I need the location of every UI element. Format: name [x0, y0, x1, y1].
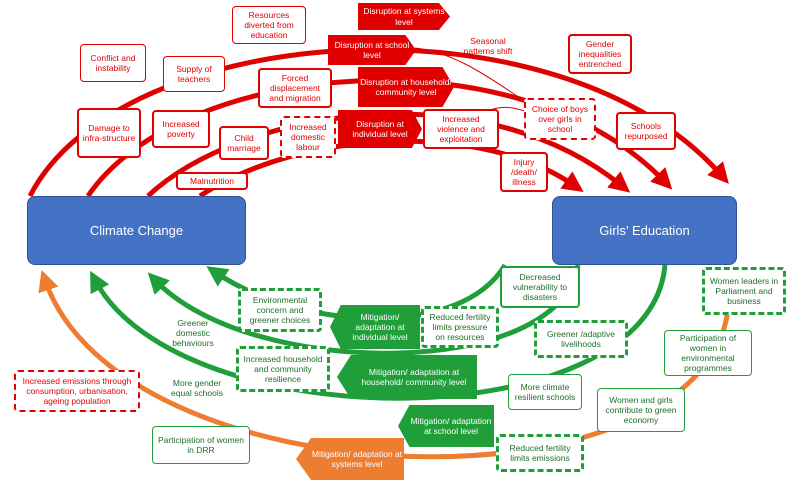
participation-drr-box: Participation of women in DRR — [152, 426, 250, 464]
seasonal-text: Seasonal patterns shift — [460, 36, 516, 56]
damage-box: Damage to infra-structure — [77, 108, 141, 158]
participation-env-label: Participation of women in environmental … — [679, 332, 737, 374]
domestic-labour-box: Increased domestic labour — [280, 116, 336, 158]
violence-box: Increased violence and exploitation — [423, 109, 499, 149]
resources-diverted-box: Resources diverted from education — [232, 6, 306, 44]
schools-repurposed-box: Schools repurposed — [616, 112, 676, 150]
greener-domestic-text: Greener domestic behaviours — [164, 318, 222, 348]
gender-inequalities-box: Gender inequalities entrenched — [568, 34, 632, 74]
resources-diverted-label: Resources diverted from education — [244, 9, 294, 40]
mitigation-school-label: Mitigation/ adaptation at school level — [410, 415, 492, 436]
choice-boys-box: Choice of boys over girls in school — [524, 98, 596, 140]
greener-livelihoods-label: Greener /adaptive livelihoods — [546, 328, 616, 349]
child-marriage-box: Child marriage — [219, 126, 269, 160]
disruption-school-label: Disruption at school level — [334, 39, 410, 60]
forced-displacement-box: Forced displacement and migration — [258, 68, 332, 108]
mitigation-household-banner: Mitigation/ adaptation at household/ com… — [337, 355, 477, 399]
climate-resilient-schools-label: More climate resilient schools — [514, 381, 576, 402]
mitigation-systems-label: Mitigation/ adaptation at systems level — [311, 448, 403, 469]
supply-teachers-box: Supply of teachers — [163, 56, 225, 92]
greener-domestic-label: Greener domestic behaviours — [172, 318, 214, 349]
decreased-vulnerability-label: Decreased vulnerability to disasters — [512, 271, 568, 302]
child-marriage-label: Child marriage — [227, 132, 261, 153]
environmental-concern-box: Environmental concern and greener choice… — [238, 288, 322, 332]
increased-poverty-label: Increased poverty — [162, 118, 200, 139]
seasonal-label: Seasonal patterns shift — [463, 36, 513, 57]
women-leaders-label: Women leaders in Parliament and business — [709, 275, 779, 306]
green-economy-label: Women and girls contribute to green econ… — [605, 394, 677, 425]
green-economy-box: Women and girls contribute to green econ… — [597, 388, 685, 432]
increased-emissions-box: Increased emissions through consumption,… — [14, 370, 140, 412]
increased-poverty-box: Increased poverty — [152, 110, 210, 148]
increased-emissions-label: Increased emissions through consumption,… — [22, 375, 132, 406]
mitigation-school-banner: Mitigation/ adaptation at school level — [398, 405, 494, 447]
disruption-household-label: Disruption at household/ community level — [360, 76, 452, 97]
women-leaders-box: Women leaders in Parliament and business — [702, 267, 786, 315]
mitigation-systems-banner: Mitigation/ adaptation at systems level — [296, 438, 404, 480]
reduced-fertility-pressure-box: Reduced fertility limits pressure on res… — [421, 306, 499, 348]
conflict-box: Conflict and instability — [80, 44, 146, 82]
climate-change-label: Climate Change — [89, 223, 184, 238]
injury-box: Injury /death/ illness — [500, 152, 548, 192]
injury-label: Injury /death/ illness — [511, 156, 537, 187]
forced-displacement-label: Forced displacement and migration — [269, 72, 321, 103]
household-resilience-box: Increased household and community resili… — [236, 346, 330, 392]
disruption-systems-banner: Disruption at systems level — [358, 3, 450, 30]
reduced-fertility-emissions-label: Reduced fertility limits emissions — [509, 442, 571, 463]
girls-education-label: Girls’ Education — [599, 223, 690, 238]
girls-education-box: Girls’ Education — [552, 196, 737, 265]
gender-equal-schools-text: More gender equal schools — [162, 378, 232, 398]
household-resilience-label: Increased household and community resili… — [243, 353, 323, 384]
disruption-individual-banner: Disruption at individual level — [338, 110, 422, 148]
malnutrition-box: Malnutrition — [176, 172, 248, 190]
gender-inequalities-label: Gender inequalities entrenched — [578, 38, 622, 69]
disruption-systems-label: Disruption at systems level — [363, 6, 445, 27]
disruption-household-banner: Disruption at household/ community level — [358, 67, 454, 107]
conflict-label: Conflict and instability — [90, 52, 136, 73]
participation-env-box: Participation of women in environmental … — [664, 330, 752, 376]
orange-arc-systems — [38, 270, 731, 460]
climate-resilient-schools-box: More climate resilient schools — [508, 374, 582, 410]
reduced-fertility-pressure-label: Reduced fertility limits pressure on res… — [429, 311, 491, 342]
disruption-school-banner: Disruption at school level — [328, 35, 416, 65]
gender-equal-schools-label: More gender equal schools — [171, 378, 223, 399]
environmental-concern-label: Environmental concern and greener choice… — [249, 294, 311, 325]
reduced-fertility-emissions-box: Reduced fertility limits emissions — [496, 434, 584, 472]
greener-livelihoods-box: Greener /adaptive livelihoods — [534, 320, 628, 358]
mitigation-household-label: Mitigation/ adaptation at household/ com… — [361, 366, 467, 387]
malnutrition-label: Malnutrition — [190, 175, 234, 186]
violence-label: Increased violence and exploitation — [437, 113, 485, 144]
mitigation-individual-banner: Mitigation/ adaptation at individual lev… — [330, 305, 420, 349]
domestic-labour-label: Increased domestic labour — [289, 121, 327, 152]
choice-boys-label: Choice of boys over girls in school — [531, 103, 589, 134]
supply-teachers-label: Supply of teachers — [176, 63, 212, 84]
damage-label: Damage to infra-structure — [82, 122, 136, 143]
climate-change-box: Climate Change — [27, 196, 246, 265]
schools-repurposed-label: Schools repurposed — [624, 120, 668, 141]
participation-drr-label: Participation of women in DRR — [158, 434, 244, 455]
decreased-vulnerability-box: Decreased vulnerability to disasters — [500, 266, 580, 308]
mitigation-individual-label: Mitigation/ adaptation at individual lev… — [352, 311, 408, 342]
disruption-individual-label: Disruption at individual level — [352, 118, 408, 139]
